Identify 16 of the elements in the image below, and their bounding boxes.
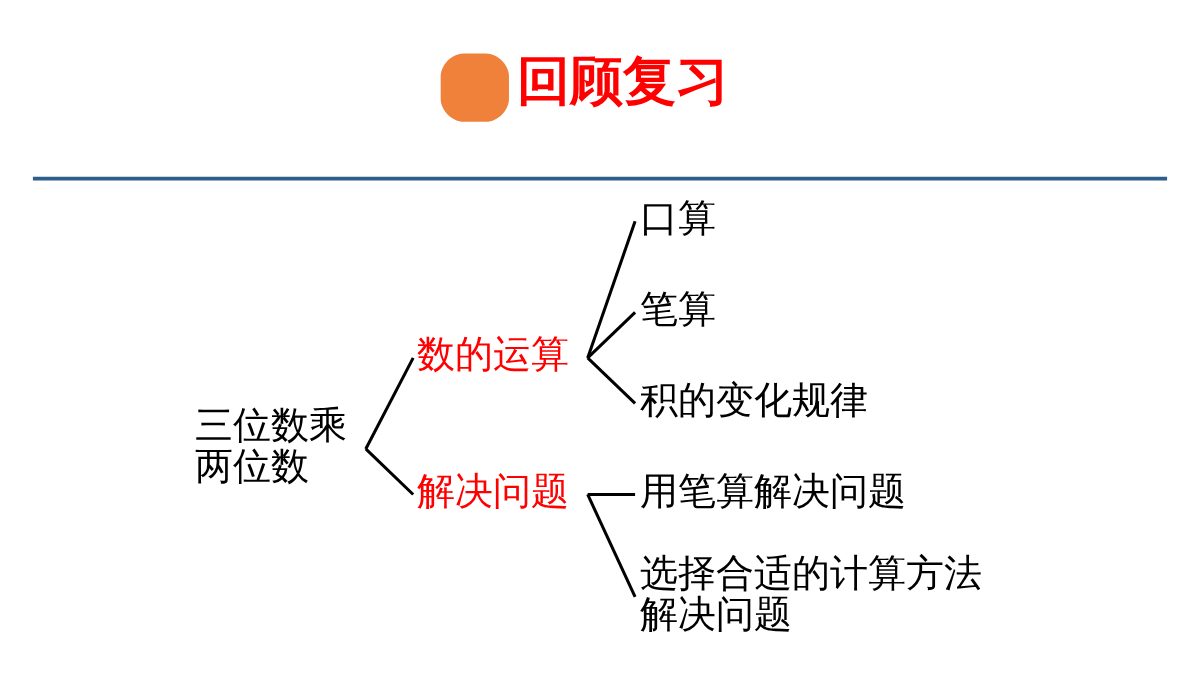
connector [587, 492, 636, 496]
node-text: 选择合适的计算方法解决问题 [639, 550, 982, 636]
connector [364, 447, 415, 496]
node-text: 三位数乘两位数 [195, 402, 348, 488]
node-text: 笔算 [639, 286, 716, 331]
node-text: 解决问题 [416, 468, 569, 513]
connector [586, 220, 637, 358]
connector [586, 310, 637, 359]
connector [586, 356, 637, 405]
diagram-title: 回顾复习 [516, 49, 729, 112]
node-text: 积的变化规律 [639, 377, 868, 422]
node-text: 用笔算解决问题 [639, 468, 906, 513]
node-text: 数的运算 [416, 331, 569, 376]
node-text: 口算 [639, 195, 716, 240]
connector [586, 493, 637, 598]
connector [364, 356, 415, 450]
